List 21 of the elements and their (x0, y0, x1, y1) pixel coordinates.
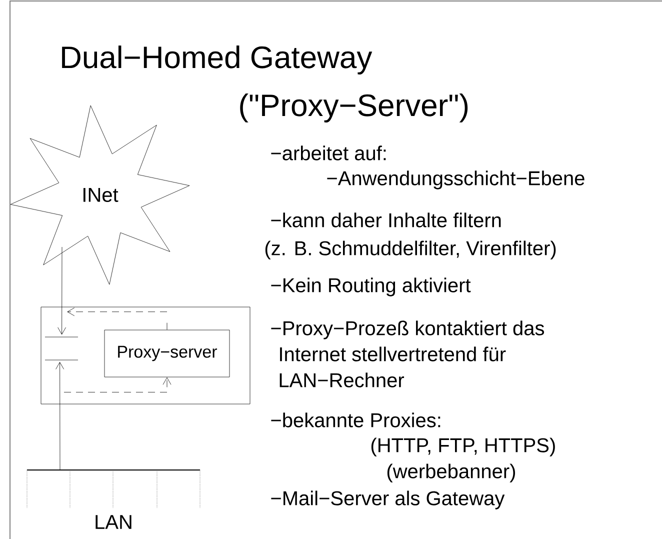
title: Dual−Homed Gateway (62, 46, 372, 74)
subtitle: ("Proxy−Server") (240, 94, 468, 122)
star-node: INet (10, 105, 190, 285)
gateway-box (40, 306, 250, 404)
note-text: (HTTP, FTP, HTTPS) (371, 438, 555, 456)
note-text: −arbeitet auf: (271, 146, 386, 160)
process-box: Proxy−server (104, 330, 230, 378)
note-text: −Mail−Server als Gateway (271, 490, 505, 510)
node-caption: LAN (96, 515, 132, 529)
note-text: (werbebanner) (387, 464, 515, 482)
note-text: −Proxy−Prozeß kontaktiert das Internet stellvertretend für LAN−Rechner (271, 320, 544, 388)
arrow (67, 308, 168, 330)
note-text: (z. B. Schmuddelfilter, Virenfilter) (265, 240, 556, 260)
arrow (56, 362, 64, 470)
lan-bus-drawing (26, 470, 200, 508)
note-text: −bekannte Proxies: (271, 412, 440, 428)
note-text: −Kein Routing aktiviert (271, 278, 471, 296)
arrow (64, 377, 172, 392)
note-text: −Anwendungsschicht−Ebene (327, 170, 584, 190)
note-text: −kann daher Inhalte filtern (271, 212, 501, 228)
arrow (58, 246, 66, 335)
